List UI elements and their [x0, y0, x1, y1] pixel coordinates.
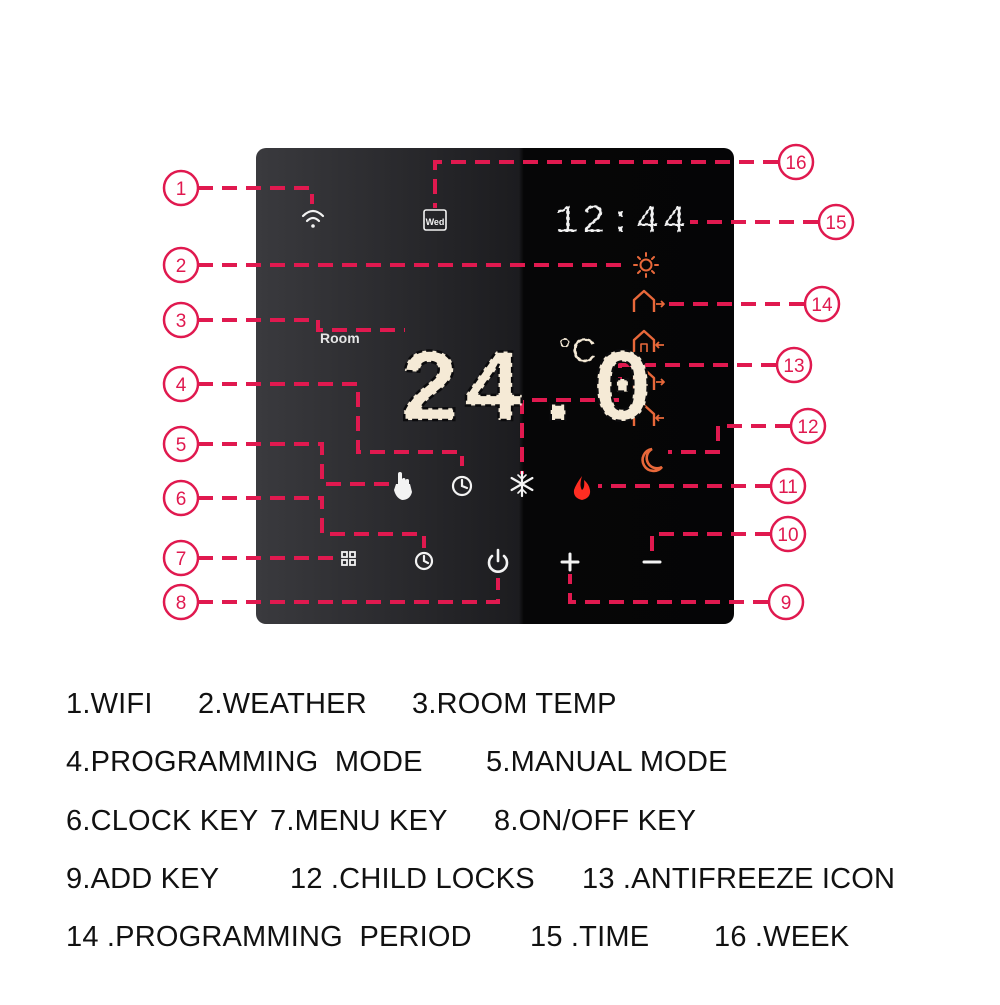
callout-circle-9: [767, 583, 805, 621]
legend-item: 2.WEATHER: [198, 688, 367, 720]
callout-number-16: 16: [785, 153, 806, 174]
leader-6: [198, 496, 426, 548]
clock-key[interactable]: [414, 551, 434, 571]
flame-icon: [573, 476, 591, 500]
leader-13: [520, 363, 776, 474]
callout-number-2: 2: [176, 256, 187, 277]
callout-number-11: 11: [778, 477, 798, 498]
legend-item: 16 .WEEK: [714, 921, 850, 953]
legend-item: 5.MANUAL MODE: [486, 746, 728, 778]
callout-circle-3: [162, 301, 200, 339]
callout-circle-12: [789, 407, 827, 445]
day-badge: [423, 209, 447, 231]
leader-9: [568, 574, 768, 604]
callout-number-5: 5: [176, 435, 187, 456]
legend-row-2: 4.PROGRAMMING MODE 5.MANUAL MODE: [0, 746, 1000, 786]
callout-circle-1: [162, 169, 200, 207]
callout-circle-10: [769, 515, 807, 553]
callout-number-6: 6: [176, 489, 187, 510]
legend-item: 8.ON/OFF KEY: [494, 805, 697, 837]
legend-item: 3.ROOM TEMP: [412, 688, 617, 720]
callout-circle-8: [162, 583, 200, 621]
leader-1: [198, 186, 314, 204]
programming-clock-icon: [451, 475, 473, 497]
moon-icon: [641, 447, 663, 473]
callout-circle-14: [803, 285, 841, 323]
leader-12: [668, 424, 790, 454]
callout-number-12: 12: [797, 417, 818, 438]
wifi-icon: [301, 209, 325, 228]
legend-item: 9.ADD KEY: [66, 863, 220, 895]
legend-item: 12 .CHILD LOCKS: [290, 863, 535, 895]
callout-circle-11: [769, 467, 807, 505]
legend-row-3: 6.CLOCK KEY 7.MENU KEY 8.ON/OFF KEY: [0, 805, 1000, 845]
clock-time: 12:44: [554, 200, 689, 245]
sun-icon: [633, 252, 659, 278]
leader-5: [198, 442, 392, 486]
legend-item: 15 .TIME: [530, 921, 650, 953]
temperature-unit: °C: [558, 332, 596, 370]
legend-row-4: 9.ADD KEY 12 .CHILD LOCKS 13 .ANTIFREEZE…: [0, 863, 1000, 903]
callout-circle-6: [162, 479, 200, 517]
add-key[interactable]: [560, 552, 580, 572]
callout-numbers: 1 2 3 4 5 6 7 8 9 10 11 12 13 14 15 16: [176, 153, 847, 614]
legend-item: 4.PROGRAMMING MODE: [66, 746, 423, 778]
leader-3: [198, 318, 405, 332]
leader-16: [433, 160, 778, 208]
callout-circle-4: [162, 365, 200, 403]
callout-circle-2: [162, 246, 200, 284]
callout-number-9: 9: [781, 593, 792, 614]
power-key[interactable]: [487, 548, 509, 573]
callout-number-15: 15: [825, 213, 846, 234]
legend-item: 14 .PROGRAMMING PERIOD: [66, 921, 472, 953]
callout-number-1: 1: [176, 179, 187, 200]
leader-lines: [198, 160, 818, 604]
leader-10: [650, 532, 770, 552]
legend-item: 13 .ANTIFREEZE ICON: [582, 863, 896, 895]
house-icon-4: [632, 403, 664, 426]
hand-icon: [394, 472, 412, 500]
leader-8: [198, 578, 500, 604]
callout-number-8: 8: [176, 593, 187, 614]
house-icon-3: [632, 367, 665, 390]
callout-circle-16: [777, 143, 815, 181]
leader-4: [198, 382, 464, 466]
legend-row-5: 14 .PROGRAMMING PERIOD 15 .TIME 16 .WEEK: [0, 921, 1000, 961]
callout-number-4: 4: [176, 375, 187, 396]
legend-item: 7.MENU KEY: [270, 805, 448, 837]
room-label: Room: [320, 330, 360, 346]
legend-item: 1.WIFI: [66, 688, 153, 720]
callout-number-14: 14: [811, 295, 833, 316]
callout-circle-13: [775, 346, 813, 384]
callout-circles: [162, 143, 855, 621]
callout-number-13: 13: [783, 356, 804, 377]
callout-number-10: 10: [777, 525, 798, 546]
menu-key[interactable]: [341, 551, 356, 566]
legend-item: 6.CLOCK KEY: [66, 805, 259, 837]
snowflake-icon: [510, 470, 534, 498]
callout-number-7: 7: [176, 549, 187, 570]
house-icon-1: [632, 289, 665, 312]
room-temperature: 24.0: [398, 334, 656, 452]
callout-circle-5: [162, 425, 200, 463]
house-icon-2: [632, 329, 664, 352]
callout-number-3: 3: [176, 311, 187, 332]
callout-circle-7: [162, 539, 200, 577]
day-badge-text: Wed: [426, 217, 445, 227]
callout-circle-15: [817, 203, 855, 241]
legend-row-1: 1.WIFI 2.WEATHER 3.ROOM TEMP: [0, 688, 1000, 728]
